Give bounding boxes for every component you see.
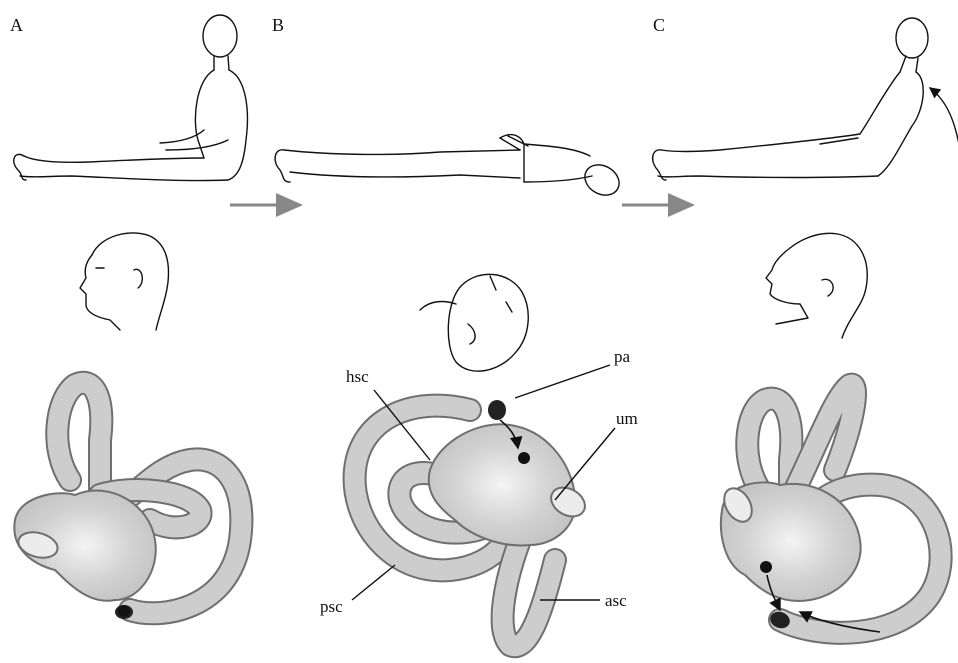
panel-label-a: A bbox=[10, 15, 23, 35]
labyrinth-a bbox=[14, 383, 241, 619]
seated-figure-c bbox=[653, 18, 958, 180]
labyrinth-b bbox=[355, 400, 591, 646]
panel-label-b: B bbox=[272, 15, 284, 35]
seated-figure-a bbox=[14, 15, 248, 181]
supine-figure-b bbox=[275, 135, 625, 201]
label-psc: psc bbox=[320, 597, 343, 616]
labyrinth-c bbox=[719, 385, 941, 633]
label-um: um bbox=[616, 409, 638, 428]
head-hanging-b bbox=[420, 274, 528, 371]
label-hsc: hsc bbox=[346, 367, 369, 386]
head-profile-a bbox=[80, 233, 168, 330]
panel-label-c: C bbox=[653, 15, 665, 35]
head-tilted-c bbox=[766, 233, 867, 338]
label-asc: asc bbox=[605, 591, 627, 610]
leader-psc bbox=[352, 565, 395, 600]
leader-pa bbox=[515, 365, 610, 398]
label-pa: pa bbox=[614, 347, 631, 366]
